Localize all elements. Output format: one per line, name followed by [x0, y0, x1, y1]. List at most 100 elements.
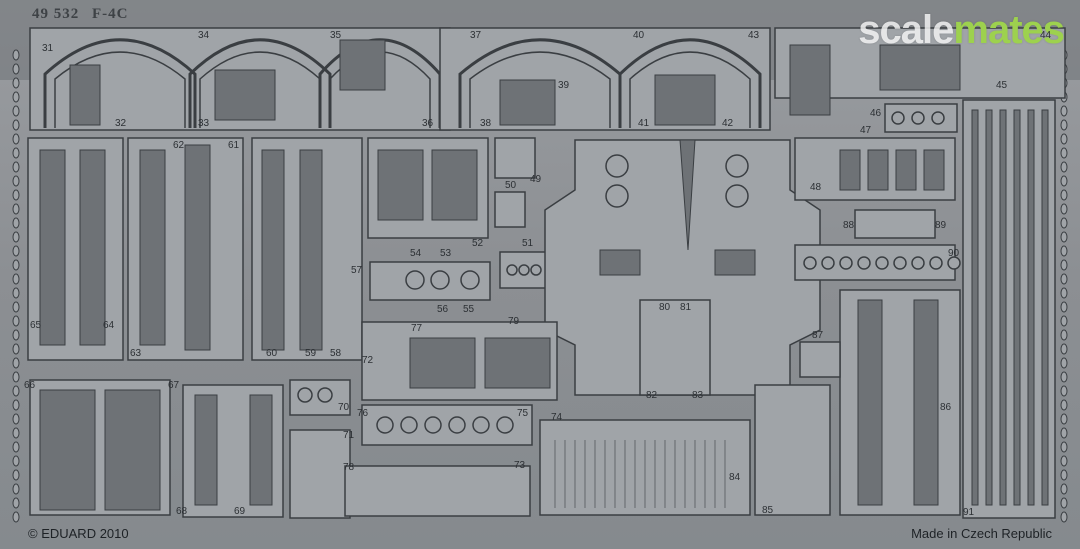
etched-slot	[79, 149, 106, 346]
fret-edge-dot	[1060, 259, 1068, 271]
part-number-label: 89	[935, 220, 947, 231]
etched-slot	[1013, 109, 1021, 506]
fret-edge-dot	[12, 497, 20, 509]
etched-ring	[875, 256, 889, 270]
part-number-label: 83	[692, 390, 704, 401]
fret-edge-dot	[12, 63, 20, 75]
part-number-label: 76	[357, 408, 369, 419]
etched-slot	[409, 337, 476, 389]
etched-ring	[929, 256, 943, 270]
etched-slot	[499, 79, 556, 126]
etched-ring	[891, 111, 905, 125]
part-number-label: 79	[508, 316, 520, 327]
fret-edge-dot	[1060, 357, 1068, 369]
etched-slot	[184, 144, 211, 351]
etched-slot	[879, 44, 961, 91]
canopy-frame-part	[43, 38, 197, 128]
fret-edge-dot	[12, 427, 20, 439]
etched-ring	[821, 256, 835, 270]
fret-edge-dot	[12, 469, 20, 481]
fret-edge-dot	[12, 441, 20, 453]
etched-ring	[893, 256, 907, 270]
fret-edge-dot	[1060, 427, 1068, 439]
fret-edge-dot	[1060, 231, 1068, 243]
part-number-label: 85	[762, 505, 774, 516]
fret-edge-dot	[12, 371, 20, 383]
fret-edge-dot	[1060, 329, 1068, 341]
etched-ring	[448, 416, 466, 434]
part-number-label: 34	[198, 30, 210, 41]
part-number-label: 87	[812, 330, 824, 341]
part-number-label: 50	[505, 180, 517, 191]
part-85	[754, 384, 831, 516]
canopy-frame-part	[458, 38, 622, 128]
etched-ring	[911, 111, 925, 125]
etched-slot	[249, 394, 273, 506]
etched-slot	[484, 337, 551, 389]
part-number-label: 78	[343, 462, 355, 473]
fret-edge-dot	[12, 511, 20, 523]
part-number-label: 39	[558, 80, 570, 91]
etched-slot	[895, 149, 917, 191]
part-number-label: 70	[338, 402, 350, 413]
part-number-label: 62	[173, 140, 185, 151]
etched-ring	[725, 154, 749, 178]
fret-edge-dot	[12, 329, 20, 341]
fret-edge-dot	[1060, 175, 1068, 187]
part-number-label: 35	[330, 30, 342, 41]
etched-ring	[472, 416, 490, 434]
part-number-label: 54	[410, 248, 422, 259]
etched-ring	[405, 270, 425, 290]
part-50	[494, 191, 526, 228]
fret-edge-dot	[12, 357, 20, 369]
part-number-label: 53	[440, 248, 452, 259]
fret-edge-dot	[12, 315, 20, 327]
etched-ring	[430, 270, 450, 290]
fret-edge-dot	[12, 77, 20, 89]
part-number-label: 71	[343, 430, 355, 441]
fret-edge-dot	[12, 259, 20, 271]
etched-ring	[931, 111, 945, 125]
etched-slot	[69, 64, 101, 126]
part-87	[799, 341, 841, 378]
etched-ring	[530, 264, 542, 276]
part-number-label: 43	[748, 30, 760, 41]
etched-slot	[999, 109, 1007, 506]
part-number-label: 55	[463, 304, 475, 315]
fret-edge-dot	[12, 301, 20, 313]
canopy-frame-inner	[629, 51, 751, 128]
etched-ring	[803, 256, 817, 270]
etched-ring	[725, 184, 749, 208]
part-number-label: 72	[362, 355, 374, 366]
etched-slot	[431, 149, 478, 221]
fret-edge-dot	[1060, 133, 1068, 145]
fret-edge-dot	[1060, 245, 1068, 257]
part-number-label: 60	[266, 348, 278, 359]
canopy-frame-part	[188, 38, 332, 128]
fret-edge-dot	[12, 273, 20, 285]
fret-edge-dot	[1060, 399, 1068, 411]
etched-slot	[714, 249, 756, 276]
center-spine	[679, 139, 696, 251]
etched-slot	[867, 149, 889, 191]
etched-slot	[857, 299, 883, 506]
part-number-label: 88	[843, 220, 855, 231]
etched-ring	[460, 270, 480, 290]
etched-slot	[261, 149, 285, 351]
etched-slot	[913, 299, 939, 506]
etched-slot	[39, 389, 96, 511]
canopy-frame-part	[618, 38, 762, 128]
etched-slot	[1041, 109, 1049, 506]
fret-edge-dot	[12, 203, 20, 215]
etched-slot	[923, 149, 945, 191]
part-number-label: 84	[729, 472, 741, 483]
fret-edge-dot	[12, 287, 20, 299]
part-number-label: 73	[514, 460, 526, 471]
fret-edge-dot	[1060, 217, 1068, 229]
fret-edge-dot	[1060, 315, 1068, 327]
part-number-label: 32	[115, 118, 127, 129]
fret-edge-dot	[12, 161, 20, 173]
part-number-label: 44	[1040, 30, 1052, 41]
